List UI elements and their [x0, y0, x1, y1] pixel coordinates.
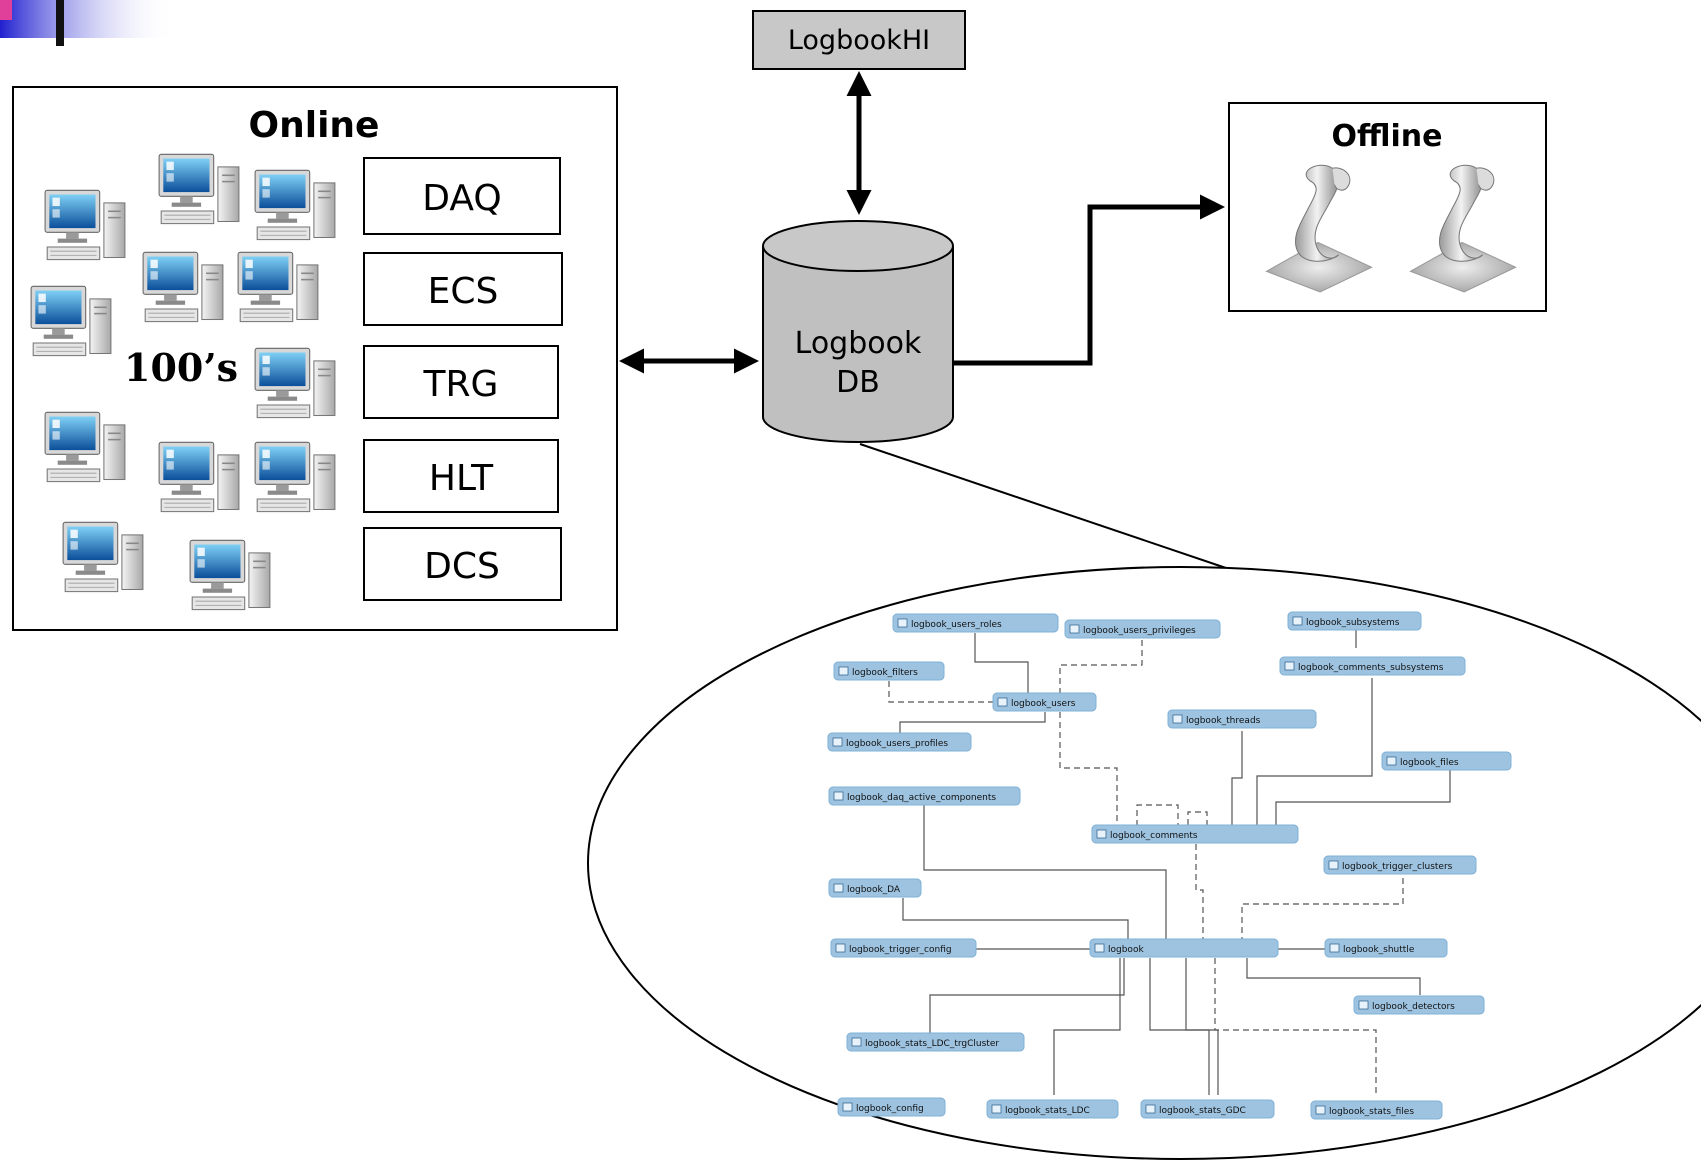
corner-logo: [0, 0, 175, 46]
table-logbook-stats-ldc: logbook_stats_LDC: [986, 1099, 1119, 1119]
schema-callout: logbook_users_roles logbook_users_privil…: [587, 566, 1701, 1160]
zoom-callout-line: [859, 443, 1227, 569]
schema-relations: [888, 628, 1451, 1095]
logbook-db-cylinder: Logbook DB: [762, 220, 954, 443]
table-logbook-comments-subsystems: logbook_comments_subsystems: [1279, 656, 1466, 676]
table-name: logbook_users: [1011, 699, 1076, 709]
table-logbook-files: logbook_files: [1381, 751, 1512, 771]
table-logbook-config: logbook_config: [837, 1097, 946, 1117]
table-name: logbook_threads: [1186, 716, 1261, 726]
table-logbook-trigger-clusters: logbook_trigger_clusters: [1323, 855, 1477, 875]
subsystem-label: TRG: [423, 364, 499, 405]
table-logbook-users-profiles: logbook_users_profiles: [827, 732, 972, 752]
table-name: logbook_users_privileges: [1083, 626, 1196, 636]
subsystem-box-hlt: HLT: [363, 439, 559, 513]
table-name: logbook_stats_files: [1329, 1107, 1414, 1117]
table-logbook-stats-files: logbook_stats_files: [1310, 1100, 1443, 1120]
table-logbook-daq-active-components: logbook_daq_active_components: [828, 786, 1021, 806]
table-logbook-filters: logbook_filters: [833, 661, 945, 681]
table-logbook: logbook: [1089, 938, 1279, 958]
table-name: logbook_filters: [852, 668, 918, 678]
table-name: logbook_config: [856, 1104, 924, 1114]
table-logbook-da: logbook_DA: [828, 878, 922, 898]
table-name: logbook_trigger_clusters: [1342, 862, 1453, 872]
online-count-label: 100’s: [124, 345, 238, 390]
subsystem-box-dcs: DCS: [363, 527, 562, 601]
table-logbook-stats-ldc-trgcluster: logbook_stats_LDC_trgCluster: [846, 1032, 1025, 1052]
subsystem-label: HLT: [429, 458, 494, 499]
offline-title: Offline: [1332, 119, 1443, 154]
table-name: logbook_DA: [847, 885, 901, 895]
table-name: logbook_files: [1400, 758, 1459, 768]
table-logbook-users-roles: logbook_users_roles: [892, 613, 1059, 633]
table-name: logbook_stats_GDC: [1159, 1106, 1246, 1116]
online-title: Online: [249, 105, 380, 146]
db-label-line2: DB: [836, 365, 880, 400]
table-name: logbook_shuttle: [1343, 945, 1415, 955]
subsystem-label: DAQ: [422, 178, 501, 219]
online-box: Online 100’s DAQ ECS TRG HLT: [12, 86, 618, 631]
subsystem-box-daq: DAQ: [363, 157, 561, 235]
table-name: logbook_comments: [1110, 831, 1198, 841]
table-name: logbook_daq_active_components: [847, 793, 996, 803]
table-logbook-threads: logbook_threads: [1167, 709, 1317, 729]
table-logbook-users: logbook_users: [992, 692, 1097, 712]
arrow-db-offline: [954, 194, 1225, 366]
table-name: logbook_users_roles: [911, 620, 1002, 630]
subsystem-box-ecs: ECS: [363, 252, 563, 326]
table-logbook-comments: logbook_comments: [1091, 824, 1299, 844]
table-logbook-stats-gdc: logbook_stats_GDC: [1140, 1099, 1275, 1119]
table-name: logbook_trigger_config: [849, 945, 952, 955]
table-name: logbook: [1108, 945, 1144, 955]
table-name: logbook_comments_subsystems: [1298, 663, 1444, 673]
table-logbook-subsystems: logbook_subsystems: [1287, 611, 1422, 631]
table-name: logbook_stats_LDC: [1005, 1106, 1090, 1116]
logbookhi-label: LogbookHI: [788, 25, 930, 56]
table-logbook-users-privileges: logbook_users_privileges: [1064, 619, 1221, 639]
db-label-line1: Logbook: [795, 326, 922, 361]
subsystem-box-trg: TRG: [363, 345, 559, 419]
table-name: logbook_stats_LDC_trgCluster: [865, 1039, 999, 1049]
table-name: logbook_subsystems: [1306, 618, 1400, 628]
table-logbook-detectors: logbook_detectors: [1353, 995, 1485, 1015]
subsystem-label: DCS: [424, 546, 500, 587]
offline-box: Offline: [1228, 102, 1547, 312]
subsystem-label: ECS: [428, 271, 499, 312]
table-logbook-trigger-config: logbook_trigger_config: [830, 938, 977, 958]
table-name: logbook_users_profiles: [846, 739, 948, 749]
table-logbook-shuttle: logbook_shuttle: [1324, 938, 1448, 958]
logbookhi-box: LogbookHI: [752, 10, 966, 70]
table-name: logbook_detectors: [1372, 1002, 1455, 1012]
